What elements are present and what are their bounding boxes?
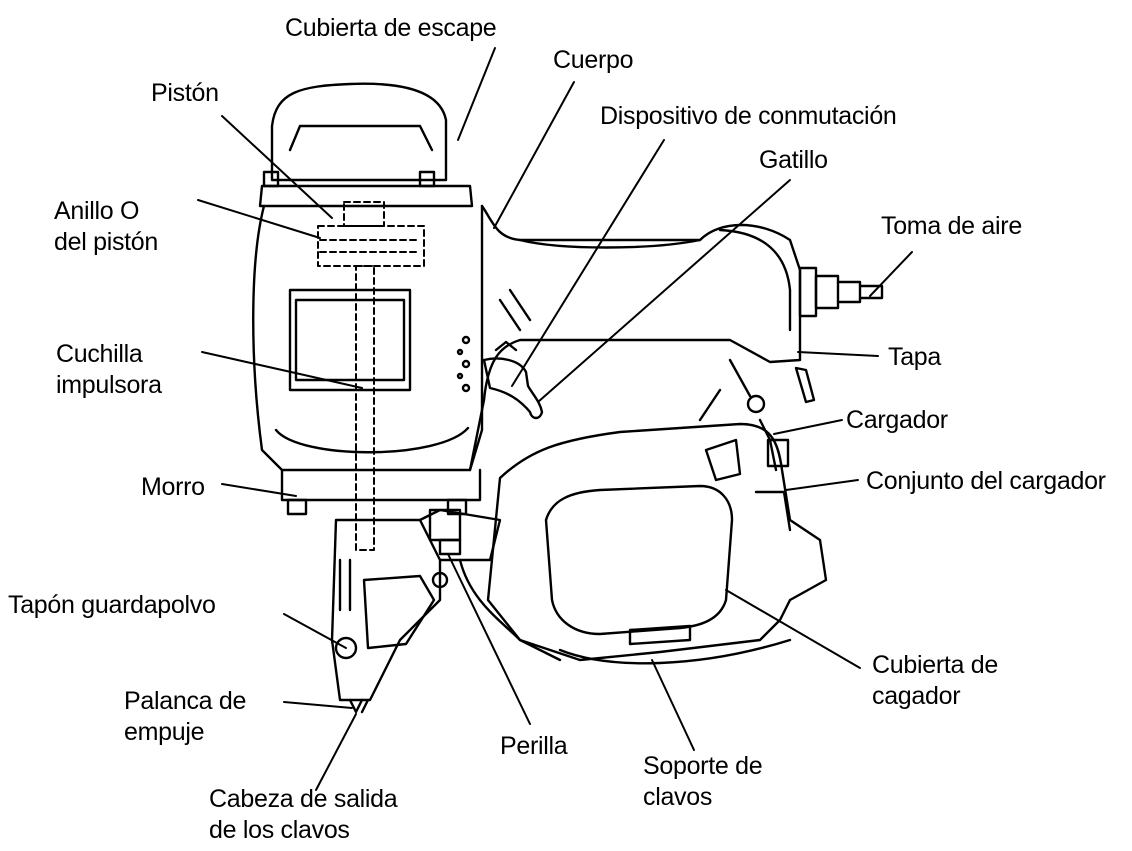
label-cubierta-escape: Cubierta de escape <box>285 14 497 42</box>
leader-lines <box>197 47 913 791</box>
leader-palanca <box>283 701 353 709</box>
magazine-shape <box>486 358 828 665</box>
trigger-shape <box>482 340 544 420</box>
leader-morro <box>221 483 297 497</box>
label-palanca-empuje: Palanca de empuje <box>124 687 247 746</box>
label-perilla: Perilla <box>500 732 568 760</box>
label-piston: Pistón <box>151 79 219 107</box>
leader-anillo <box>197 199 321 239</box>
leader-perilla <box>447 553 531 725</box>
label-conjunto-cargador: Conjunto del cargador <box>866 467 1106 495</box>
leader-cargador <box>773 419 843 435</box>
nose-shape <box>330 508 562 714</box>
leader-piston <box>221 115 333 219</box>
label-morro: Morro <box>141 473 205 501</box>
leader-cuchilla <box>201 351 363 389</box>
air-inlet-shape <box>794 266 884 404</box>
label-soporte-clavos: Soporte de clavos <box>643 752 763 811</box>
label-cabeza-salida: Cabeza de salida de los clavos <box>209 785 398 844</box>
label-cuerpo: Cuerpo <box>553 46 634 74</box>
label-toma-aire: Toma de aire <box>881 212 1022 240</box>
label-cargador: Cargador <box>846 406 948 434</box>
label-tapa: Tapa <box>888 343 942 371</box>
label-anillo-o: Anillo O del pistón <box>54 197 159 256</box>
leader-tapa <box>797 351 879 357</box>
leader-cuerpo <box>493 81 575 229</box>
label-cubierta-cargador: Cubierta de cagador <box>872 651 998 710</box>
leader-soporte <box>651 659 695 751</box>
leader-cabeza <box>315 713 357 791</box>
piston-shape <box>317 201 425 551</box>
leader-toma-aire <box>869 251 913 297</box>
leader-gatillo <box>537 179 791 403</box>
label-gatillo: Gatillo <box>759 146 828 174</box>
leader-cubierta-cargador <box>725 589 861 669</box>
label-dispositivo-conmutacion: Dispositivo de conmutación <box>600 102 897 130</box>
label-cuchilla-impulsora: Cuchilla impulsora <box>56 340 162 399</box>
leader-dispositivo <box>511 139 665 387</box>
label-tapon-guardapolvo: Tapón guardapolvo <box>8 591 216 619</box>
body-handle-shape <box>456 204 802 472</box>
cylinder-body-shape <box>252 204 484 516</box>
leader-cubierta-escape <box>457 47 496 141</box>
leader-tapon <box>283 613 347 649</box>
leader-conjunto <box>785 479 859 491</box>
exhaust-cover-shape <box>258 82 474 208</box>
